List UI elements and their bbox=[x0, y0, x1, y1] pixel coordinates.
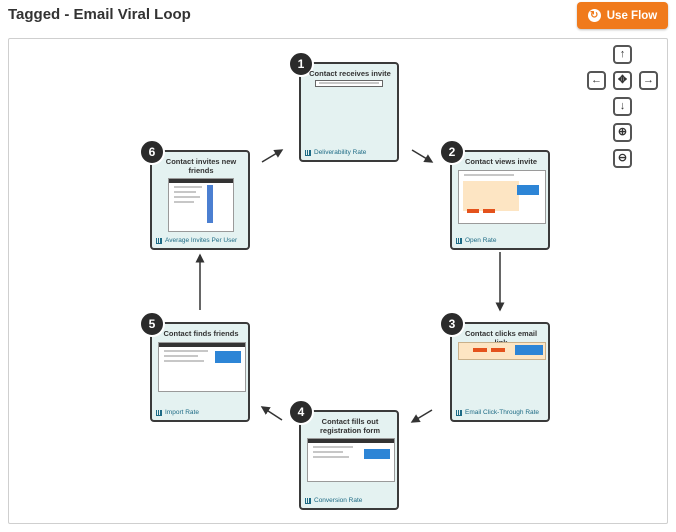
step-metric-label-5: Import Rate bbox=[165, 409, 199, 416]
bar-chart-icon bbox=[156, 237, 162, 244]
step-metric-label-4: Conversion Rate bbox=[314, 497, 363, 504]
step-number-2: 2 bbox=[439, 139, 465, 165]
step-number-6: 6 bbox=[139, 139, 165, 165]
bar-chart-icon bbox=[456, 237, 462, 244]
use-flow-label: Use Flow bbox=[606, 9, 658, 22]
arrow-right-icon[interactable]: → bbox=[639, 71, 658, 90]
step-card-2[interactable]: 2 Contact views invite Open Rate bbox=[439, 139, 550, 250]
step-metric-6[interactable]: Average Invites Per User bbox=[156, 237, 237, 244]
step-number-3: 3 bbox=[439, 311, 465, 337]
bar-chart-icon bbox=[305, 149, 311, 156]
bar-chart-icon bbox=[456, 409, 462, 416]
step-number-4: 4 bbox=[288, 399, 314, 425]
bar-chart-icon bbox=[305, 497, 311, 504]
step-thumbnail-4 bbox=[307, 438, 395, 482]
step-metric-2[interactable]: Open Rate bbox=[456, 237, 496, 244]
step-thumbnail-3 bbox=[458, 342, 546, 360]
zoom-in-icon[interactable]: ⊕ bbox=[613, 123, 632, 142]
step-thumbnail-6 bbox=[168, 178, 234, 232]
step-card-4[interactable]: 4 Contact fills out registration form Co… bbox=[288, 399, 399, 510]
step-thumbnail-1 bbox=[315, 80, 383, 87]
arrow-left-icon[interactable]: ← bbox=[587, 71, 606, 90]
step-title-4: Contact fills out registration form bbox=[319, 417, 380, 435]
step-title-1: Contact receives invite bbox=[309, 69, 391, 78]
step-title-2: Contact views invite bbox=[464, 157, 538, 166]
arrow-down-icon[interactable]: ↓ bbox=[613, 97, 632, 116]
bar-chart-icon bbox=[156, 409, 162, 416]
step-card-1[interactable]: 1 Contact receives invite Deliverability… bbox=[288, 51, 399, 162]
page-title: Tagged - Email Viral Loop bbox=[8, 6, 191, 23]
step-metric-1[interactable]: Deliverability Rate bbox=[305, 149, 366, 156]
flow-canvas bbox=[8, 38, 668, 524]
step-metric-4[interactable]: Conversion Rate bbox=[305, 497, 362, 504]
refresh-icon: ↻ bbox=[587, 9, 601, 22]
step-metric-3[interactable]: Email Click-Through Rate bbox=[456, 409, 539, 416]
step-metric-label-1: Deliverability Rate bbox=[314, 149, 367, 156]
move-center-icon[interactable]: ✥ bbox=[613, 71, 632, 90]
zoom-out-icon[interactable]: ⊖ bbox=[613, 149, 632, 168]
step-number-1: 1 bbox=[288, 51, 314, 77]
step-number-5: 5 bbox=[139, 311, 165, 337]
use-flow-button[interactable]: ↻ Use Flow bbox=[577, 2, 668, 29]
step-thumbnail-2 bbox=[458, 170, 546, 224]
step-thumbnail-5 bbox=[158, 342, 246, 392]
arrow-up-icon[interactable]: ↑ bbox=[613, 45, 632, 64]
step-metric-label-2: Open Rate bbox=[465, 237, 497, 244]
step-metric-5[interactable]: Import Rate bbox=[156, 409, 199, 416]
step-card-6[interactable]: 6 Contact invites new friends Average In… bbox=[139, 139, 250, 250]
step-metric-label-6: Average Invites Per User bbox=[165, 237, 238, 244]
step-metric-label-3: Email Click-Through Rate bbox=[465, 409, 540, 416]
step-card-3[interactable]: 3 Contact clicks email link Email Click-… bbox=[439, 311, 550, 422]
step-card-5[interactable]: 5 Contact finds friends Import Rate bbox=[139, 311, 250, 422]
step-title-5: Contact finds friends bbox=[163, 329, 239, 338]
step-title-6: Contact invites new friends bbox=[165, 157, 237, 175]
